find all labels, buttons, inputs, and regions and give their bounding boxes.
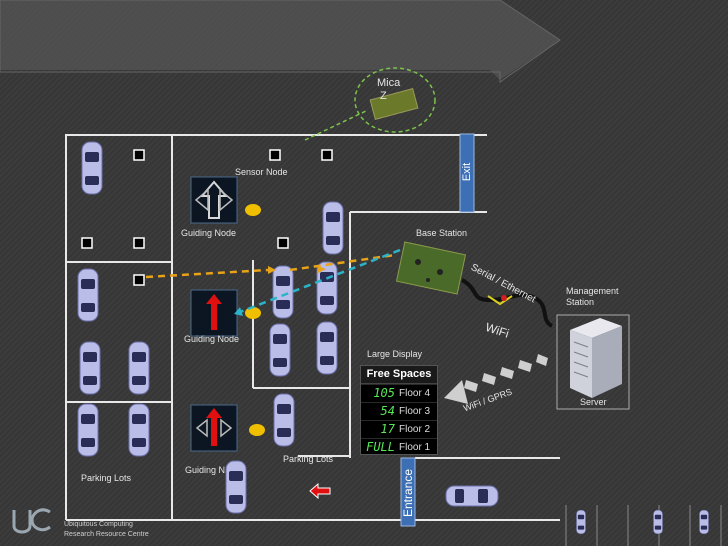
display-row: 54 Floor 3 <box>361 402 437 420</box>
mica-label: Mica <box>377 77 401 89</box>
guiding-node-label: Guiding Node <box>184 334 240 344</box>
sensor-node-markers <box>81 149 333 286</box>
exit-label: Exit <box>461 162 473 182</box>
mica-sub-label: Z <box>380 90 387 102</box>
free-spaces-display: Free Spaces 105 Floor 4 54 Floor 3 17 Fl… <box>360 365 438 455</box>
server-label: Server <box>580 397 607 407</box>
base-station-label: Base Station <box>416 228 468 238</box>
guide-link <box>145 268 269 279</box>
sensor-node-label: Sensor Node <box>235 167 288 177</box>
entry-direction-arrow <box>309 482 331 500</box>
guiding-node-label: Guiding N <box>185 465 226 475</box>
uc-logo <box>12 508 51 534</box>
floor-count: 54 <box>380 404 395 418</box>
floor-count: 105 <box>373 386 395 400</box>
entrance-gate <box>400 457 416 527</box>
exit-gate <box>459 133 475 213</box>
large-display-label: Large Display <box>367 349 423 359</box>
base-station-icon <box>395 241 467 295</box>
floor-count: 17 <box>380 422 395 436</box>
display-row: 17 Floor 2 <box>361 420 437 438</box>
management-label: Management <box>566 286 619 296</box>
floor-name: Floor 4 <box>399 388 431 399</box>
guiding-node-label: Guiding Node <box>181 228 237 238</box>
station-label: Station <box>566 297 595 307</box>
server-icon <box>570 318 622 398</box>
entrance-label: Entrance <box>401 468 415 518</box>
floor-name: Floor 3 <box>399 406 431 417</box>
org-line-2: Research Resource Centre <box>64 531 149 538</box>
display-header: Free Spaces <box>361 366 437 384</box>
guiding-node-3 <box>190 404 238 452</box>
mica-link <box>304 109 369 141</box>
floor-name: Floor 2 <box>399 424 431 435</box>
display-row: FULL Floor 1 <box>361 438 437 456</box>
mica-ring <box>354 67 436 133</box>
guide-link <box>289 253 396 272</box>
guiding-node-2 <box>190 289 238 337</box>
guiding-node-1 <box>190 176 238 224</box>
floor-count: FULL <box>366 440 395 454</box>
parking-lots-label: Parking Lots <box>81 473 132 483</box>
server-frame <box>556 314 630 410</box>
parking-lots-label: Parking Lots <box>283 454 334 464</box>
org-line-1: Ubiquitous Computing <box>64 521 133 528</box>
guide-lights <box>245 204 265 436</box>
wifi-gprs-arrow <box>444 354 548 404</box>
floor-name: Floor 1 <box>399 442 431 453</box>
sensor-link <box>239 248 401 314</box>
mica-mote-icon <box>369 88 419 120</box>
display-row: 105 Floor 4 <box>361 384 437 402</box>
